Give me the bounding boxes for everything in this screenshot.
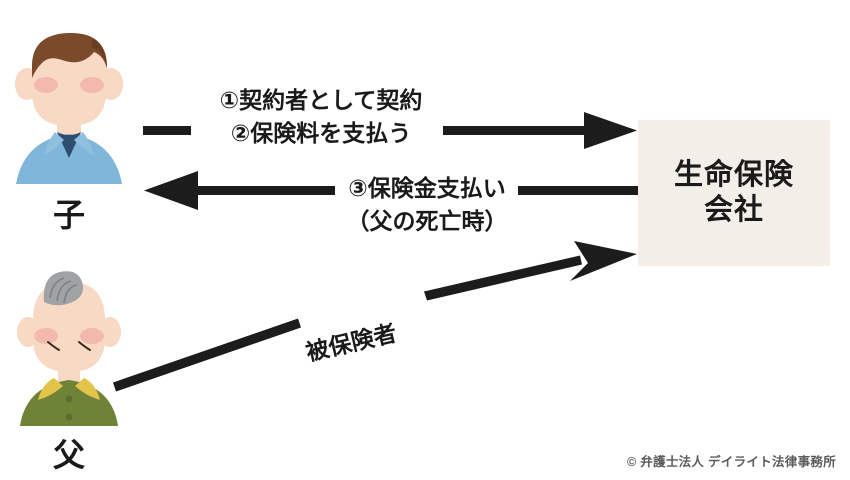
insurance-company-box: 生命保険 会社 <box>638 120 830 266</box>
child-label: 子 <box>52 197 85 233</box>
copyright-notice: © 弁護士法人 デイライト法律事務所 <box>626 455 836 469</box>
arrow-company-to-child <box>144 171 638 210</box>
flow-label-line-2: ②保険料を支払う <box>230 120 412 147</box>
elderly-person-icon <box>17 271 121 426</box>
child-person-icon <box>15 32 123 184</box>
arrow-father-to-company <box>113 241 637 392</box>
child-figure: 子 <box>8 22 130 233</box>
company-name-line2: 会社 <box>703 194 764 226</box>
flow-label-line-4: （父の死亡時） <box>346 208 508 235</box>
flow-label-line-3: ③保険金支払い <box>348 175 506 201</box>
company-name-line1: 生命保険 <box>673 158 794 191</box>
flow-label-contract-and-premium: ①契約者として契約 ②保険料を支払う <box>196 84 446 151</box>
father-figure: 父 <box>8 258 130 473</box>
flow-label-line-1: ①契約者として契約 <box>219 87 423 113</box>
father-label: 父 <box>52 437 85 473</box>
flow-label-benefit-payment: ③保険金支払い （父の死亡時） <box>334 172 520 239</box>
arrow-child-to-company <box>143 112 637 149</box>
